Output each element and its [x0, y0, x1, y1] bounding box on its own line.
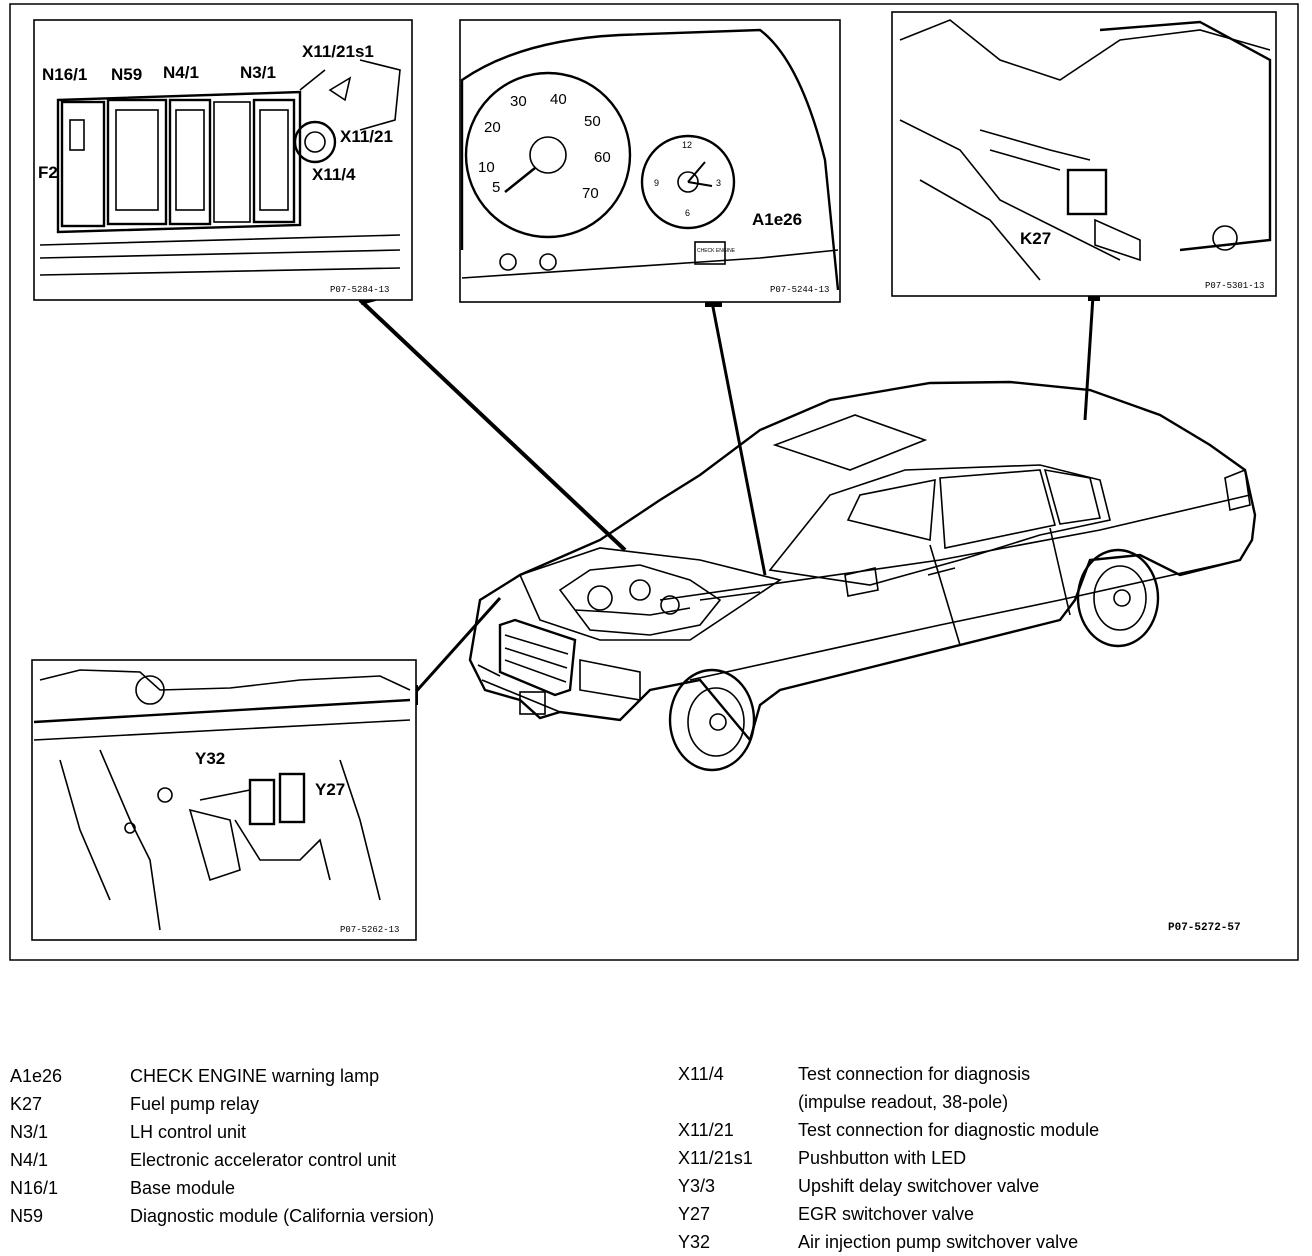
callout-f2: F2 — [38, 163, 58, 182]
cluster-inset: 5 10 20 30 40 50 60 70 12 3 6 9 CHECK EN… — [459, 19, 841, 303]
check-engine-lamp-text: CHECK ENGINE — [697, 248, 736, 254]
diagram-frame — [9, 3, 1299, 961]
callout-n3-1: N3/1 — [240, 63, 276, 82]
svg-text:12: 12 — [682, 140, 692, 150]
ref-code-cluster-inset: P07-5244-13 — [770, 285, 829, 295]
callout-x11-21s1: X11/21s1 — [302, 42, 374, 61]
svg-text:10: 10 — [478, 159, 495, 176]
callout-y27: Y27 — [315, 780, 345, 799]
ref-code-valve-inset: P07-5262-13 — [340, 925, 399, 935]
svg-text:9: 9 — [654, 178, 659, 188]
svg-text:50: 50 — [584, 113, 601, 130]
svg-text:70: 70 — [582, 185, 599, 202]
callout-y32: Y32 — [195, 749, 225, 768]
car-illustration — [468, 380, 1257, 772]
ref-code-main: P07-5272-57 — [1168, 922, 1241, 934]
callout-a1e26: A1e26 — [752, 210, 802, 229]
callout-n16-1: N16/1 — [42, 65, 87, 84]
svg-text:30: 30 — [510, 93, 527, 110]
relay-inset: K27 P07-5301-13 — [891, 11, 1277, 297]
callout-n4-1: N4/1 — [163, 63, 199, 82]
ref-code-module-inset: P07-5284-13 — [330, 285, 389, 295]
callout-n59: N59 — [111, 65, 142, 84]
callout-x11-4: X11/4 — [312, 165, 356, 184]
svg-text:60: 60 — [594, 149, 611, 166]
svg-text:40: 40 — [550, 91, 567, 108]
callout-k27: K27 — [1020, 229, 1051, 248]
callout-x11-21: X11/21 — [340, 127, 393, 146]
module-inset: N16/1 N59 N4/1 N3/1 X11/21s1 X11/21 X11/… — [33, 19, 413, 301]
svg-text:6: 6 — [685, 208, 690, 218]
svg-text:5: 5 — [492, 179, 500, 196]
svg-text:20: 20 — [484, 119, 501, 136]
valve-inset: Y32 Y27 P07-5262-13 — [31, 659, 417, 941]
ref-code-relay-inset: P07-5301-13 — [1205, 281, 1264, 291]
component-location-diagram: N16/1 N59 N4/1 N3/1 X11/21s1 X11/21 X11/… — [9, 3, 1299, 961]
leader-lines — [358, 291, 1100, 705]
legend-row: (impulse readout, 38-pole) — [798, 1092, 1009, 1112]
svg-text:3: 3 — [716, 178, 721, 188]
